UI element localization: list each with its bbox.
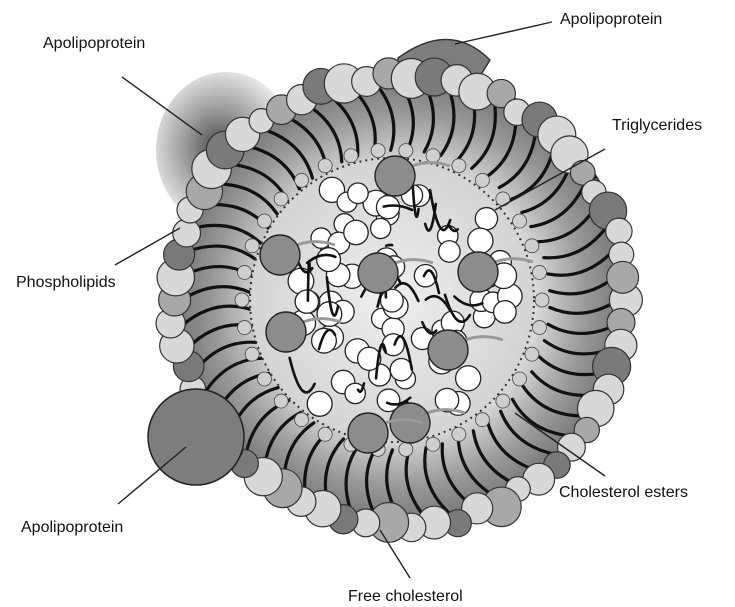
cholesterol-ester	[348, 413, 388, 453]
inner-head	[513, 214, 527, 228]
cholesterol-ester	[390, 403, 430, 443]
inner-head	[475, 413, 489, 427]
label-cholesterol-esters: Cholesterol esters	[559, 484, 688, 501]
inner-head	[475, 173, 489, 187]
cholesterol-ester	[375, 156, 415, 196]
inner-head	[274, 192, 288, 206]
inner-head	[245, 347, 259, 361]
phospholipid-head	[607, 261, 639, 293]
inner-head	[525, 239, 539, 253]
triglyceride-droplet	[344, 220, 368, 244]
inner-head	[318, 159, 332, 173]
inner-head	[532, 321, 546, 335]
inner-head	[257, 372, 271, 386]
phospholipid-head	[173, 219, 201, 247]
inner-head	[245, 239, 259, 253]
cholesterol-ester	[358, 253, 398, 293]
inner-head	[274, 394, 288, 408]
inner-head	[496, 394, 510, 408]
inner-head	[257, 214, 271, 228]
cholesterol-ester	[458, 252, 498, 292]
label-phospholipids: Phospholipids	[16, 274, 116, 291]
label-apolipoprotein-top-left: Apolipoprotein	[43, 35, 145, 52]
cholesterol-ester	[266, 312, 306, 352]
triglyceride-droplet	[317, 248, 341, 272]
triglyceride-droplet	[439, 241, 460, 262]
inner-head	[295, 173, 309, 187]
inner-head	[426, 149, 440, 163]
inner-head	[532, 265, 546, 279]
triglyceride-droplet	[468, 228, 493, 253]
triglyceride-droplet	[475, 208, 497, 230]
cholesterol-ester	[428, 330, 468, 370]
apolipoprotein-bottom-left-shape	[148, 389, 244, 485]
inner-head	[238, 321, 252, 335]
inner-head	[235, 293, 249, 307]
inner-head	[452, 159, 466, 173]
label-triglycerides: Triglycerides	[612, 117, 702, 134]
inner-head	[399, 442, 413, 456]
inner-head	[525, 347, 539, 361]
inner-head	[238, 265, 252, 279]
triglyceride-droplet	[371, 218, 391, 238]
triglyceride-droplet	[307, 391, 332, 416]
triglyceride-droplet	[376, 196, 399, 219]
label-free-cholesterol: Free cholesterol	[348, 588, 463, 605]
inner-head	[535, 293, 549, 307]
leader-apolipoprotein-top-right	[455, 22, 552, 44]
inner-head	[399, 144, 413, 158]
inner-head	[371, 144, 385, 158]
triglyceride-droplet	[348, 183, 369, 204]
triglyceride-droplet	[456, 366, 481, 391]
inner-head	[318, 427, 332, 441]
inner-head	[452, 427, 466, 441]
phospholipid-head	[606, 218, 632, 244]
inner-head	[295, 413, 309, 427]
label-apolipoprotein-bottom-left: Apolipoprotein	[21, 519, 123, 536]
inner-head	[344, 149, 358, 163]
inner-head	[513, 372, 527, 386]
label-apolipoprotein-top-right: Apolipoprotein	[560, 11, 662, 28]
inner-head	[496, 192, 510, 206]
inner-head	[426, 437, 440, 451]
core-lipid-chain	[386, 245, 392, 246]
triglyceride-droplet	[494, 301, 517, 324]
cholesterol-ester	[260, 235, 300, 275]
